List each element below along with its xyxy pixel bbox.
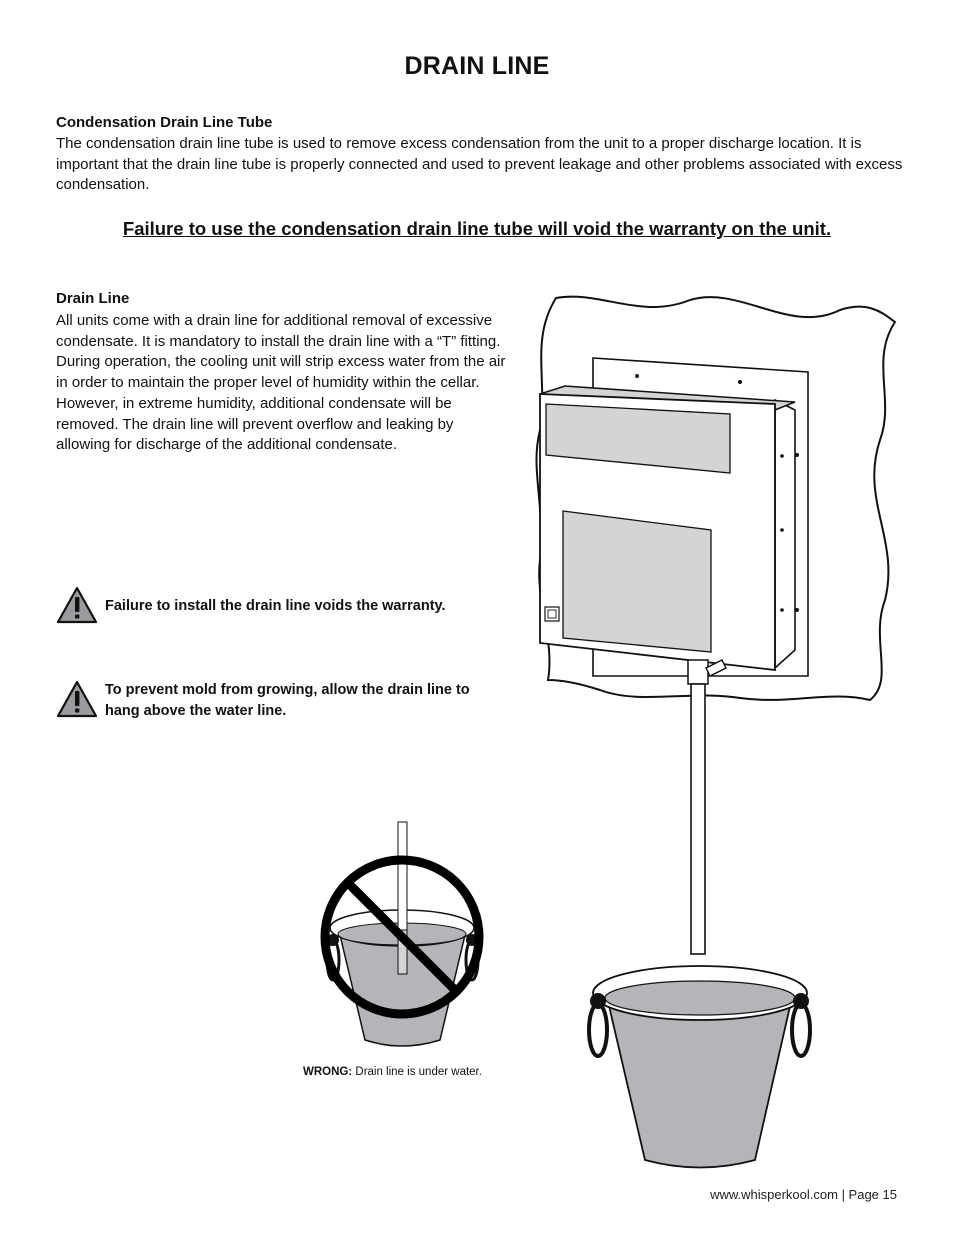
unit-top-grille <box>545 403 731 474</box>
page-title: DRAIN LINE <box>404 52 550 80</box>
warranty-warning: Failure to use the condensation drain li… <box>122 218 832 239</box>
t-fitting <box>687 659 709 685</box>
unit-bottom-grille <box>562 510 712 653</box>
bucket-correct <box>587 965 812 1169</box>
wrong-caption-text: Drain line is under water. <box>352 1066 482 1078</box>
drain-tube <box>690 683 706 955</box>
section-heading-tube: Condensation Drain Line Tube <box>56 114 273 131</box>
power-inlet <box>544 606 560 622</box>
wrong-caption-label: WRONG: <box>303 1066 353 1078</box>
warning-triangle-icon <box>56 586 98 624</box>
caution-warranty: Failure to install the drain line voids … <box>56 586 505 624</box>
caution-text: To prevent mold from growing, allow the … <box>105 682 470 719</box>
prohibition-icon <box>320 855 484 1019</box>
section-body-drain: All units come with a drain line for add… <box>56 312 506 454</box>
section-body-tube: The condensation drain line tube is used… <box>56 135 903 194</box>
unit-side <box>774 398 796 670</box>
wrong-caption: WRONG: Drain line is under water. <box>303 1066 482 1078</box>
warning-triangle-icon <box>56 680 98 718</box>
page-footer: www.whisperkool.com | Page 15 <box>710 1187 897 1202</box>
caution-text: Failure to install the drain line voids … <box>105 598 446 614</box>
caution-mold: To prevent mold from growing, allow the … <box>56 680 505 722</box>
section-heading-drain: Drain Line <box>56 290 130 307</box>
